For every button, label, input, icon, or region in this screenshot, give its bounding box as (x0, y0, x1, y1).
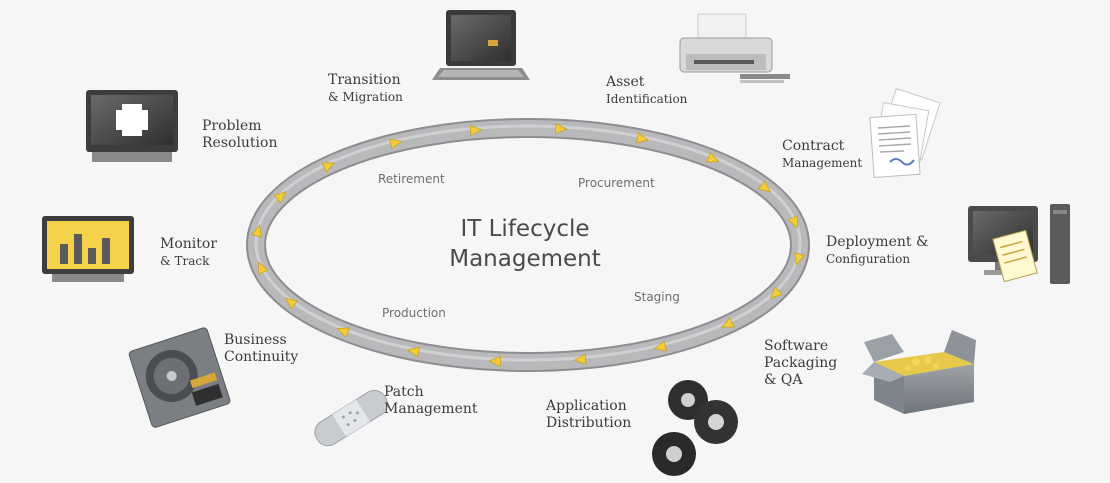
direction-arrow-icon (488, 355, 502, 368)
step-problem-resolution: Problem Resolution (202, 118, 277, 152)
step-monitor-track: Monitor & Track (160, 236, 217, 270)
direction-arrow-icon (273, 191, 287, 204)
ring-arrows (251, 122, 805, 368)
direction-arrow-icon (389, 138, 403, 150)
laptop-icon (432, 10, 530, 80)
direction-arrow-icon (636, 132, 650, 144)
direction-arrow-icon (251, 224, 262, 238)
step-contract-management: Contract Management (782, 138, 862, 172)
direction-arrow-icon (406, 346, 420, 358)
step-software-packaging-qa: Software Packaging & QA (764, 338, 837, 389)
hard-drive-icon (128, 327, 231, 428)
box-icon (862, 330, 976, 414)
step-label-line: Monitor (160, 236, 218, 252)
printer-icon (679, 13, 790, 83)
step-label-line: Resolution (202, 135, 278, 151)
direction-arrow-icon (573, 353, 587, 365)
step-label-line: Contract (782, 138, 845, 154)
title-line-1: IT Lifecycle (460, 216, 590, 242)
step-application-distribution: Application Distribution (546, 398, 631, 432)
direction-arrow-icon (705, 152, 720, 163)
step-label-line: Management (384, 401, 478, 417)
direction-arrow-icon (720, 317, 735, 328)
step-asset-identification: Asset Identification (606, 74, 687, 108)
step-label-line: Management (782, 156, 863, 170)
step-label-line: & Track (160, 254, 210, 268)
documents-icon (869, 88, 941, 178)
direction-arrow-icon (757, 180, 772, 193)
title-line-2: Management (449, 246, 601, 272)
step-label-line: Packaging (764, 355, 838, 371)
step-label-line: Business (224, 332, 287, 348)
step-label-line: Distribution (546, 415, 632, 431)
direction-arrow-icon (787, 215, 798, 229)
stage-production: Production (382, 306, 446, 320)
direction-arrow-icon (653, 340, 667, 352)
stage-retirement: Retirement (378, 172, 445, 186)
direction-arrow-icon (554, 122, 568, 135)
step-label-line: Configuration (826, 252, 911, 266)
direction-arrow-icon (469, 125, 483, 137)
step-label-line: Continuity (224, 349, 299, 365)
step-business-continuity: Business Continuity (224, 332, 298, 366)
direction-arrow-icon (336, 327, 351, 338)
stage-staging: Staging (634, 290, 680, 304)
discs-icon (652, 380, 738, 476)
monitor-chart-icon (42, 216, 134, 282)
direction-arrow-icon (284, 297, 299, 310)
monitor-plus-icon (86, 90, 178, 162)
step-label-line: Asset (606, 74, 645, 90)
step-label-line: Deployment & (826, 234, 929, 250)
step-label-line: & QA (764, 372, 803, 388)
direction-arrow-icon (769, 286, 783, 299)
direction-arrow-icon (794, 252, 805, 266)
step-label-line: Software (764, 338, 829, 354)
step-label-line: Patch (384, 384, 424, 400)
bandage-icon (314, 389, 388, 447)
step-label-line: Transition (328, 72, 401, 88)
step-label-line: & Migration (328, 90, 403, 104)
computer-clipboard-icon (968, 204, 1070, 284)
step-label-line: Application (546, 398, 627, 414)
step-patch-management: Patch Management (384, 384, 478, 418)
lifecycle-ring (246, 118, 810, 372)
step-transition-migration: Transition & Migration (328, 72, 403, 106)
step-deployment-configuration: Deployment & Configuration (826, 234, 928, 268)
step-label-line: Identification (606, 92, 688, 106)
diagram-title: IT Lifecycle Management (420, 214, 630, 274)
direction-arrow-icon (258, 261, 269, 275)
step-label-line: Problem (202, 118, 262, 134)
direction-arrow-icon (321, 162, 336, 173)
stage-procurement: Procurement (578, 176, 655, 190)
